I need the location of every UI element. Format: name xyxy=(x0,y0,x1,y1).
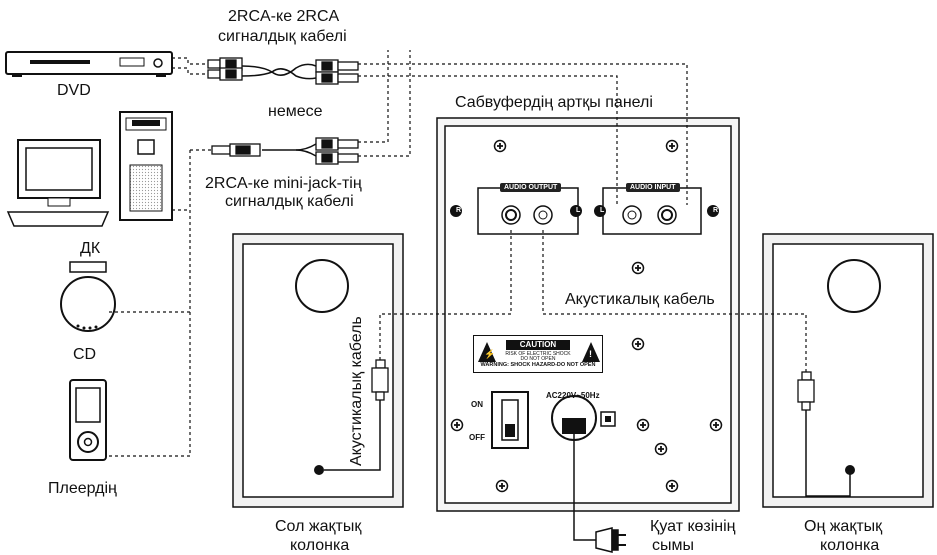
subwoofer-panel-title: Сабвуфердің артқы панелі xyxy=(455,94,653,111)
audio-input-label: AUDIO INPUT xyxy=(626,183,680,192)
pc-label: ДК xyxy=(80,240,101,257)
cable-minijack-label-line1: 2RCA-ке mini-jack-тің xyxy=(205,175,362,192)
left-speaker xyxy=(232,233,404,508)
cable-2rca-label-line1: 2RCA-ке 2RCA xyxy=(228,8,340,25)
caution-sub1: RISK OF ELECTRIC SHOCK xyxy=(505,351,571,357)
speaker-cable-label-left: Акустикалық кабель xyxy=(348,316,365,466)
media-player-icon xyxy=(69,379,107,461)
solid-cables xyxy=(241,63,851,541)
pc-tower-icon xyxy=(119,111,173,221)
dashed-signal-cables xyxy=(106,50,807,457)
input-l-badge: L xyxy=(600,207,605,214)
switch-off-label: OFF xyxy=(469,433,485,442)
right-speaker-label-line1: Оң жақтық xyxy=(804,518,883,535)
right-speaker xyxy=(762,233,934,508)
player-label: Плеердің xyxy=(48,480,117,497)
power-cord-label-line1: Қуат көзінің xyxy=(650,518,736,535)
cable-2rca-label-line2: сигналдық кабелі xyxy=(218,28,347,45)
cable-minijack-label-line2: сигналдық кабелі xyxy=(225,193,354,210)
panel-screws xyxy=(450,139,723,493)
cd-label: CD xyxy=(73,346,97,363)
ac-rating-label: AC220V~50Hz xyxy=(546,391,600,400)
input-r-badge: R xyxy=(713,207,719,214)
rca-plugs xyxy=(207,57,815,411)
output-l-badge: L xyxy=(576,207,581,214)
power-plug-icon xyxy=(595,527,626,553)
left-speaker-label-line2: колонка xyxy=(290,537,350,554)
output-r-badge: R xyxy=(456,207,462,214)
dvd-player-icon xyxy=(5,51,173,77)
switch-on-label: ON xyxy=(471,400,483,409)
cd-player-icon xyxy=(60,261,116,332)
caution-label: ⚡ CAUTION RISK OF ELECTRIC SHOCK DO NOT … xyxy=(473,335,603,373)
pc-monitor-icon xyxy=(6,139,110,227)
dvd-label: DVD xyxy=(57,82,91,99)
caution-sub2: DO NOT OPEN xyxy=(520,356,556,362)
left-speaker-label-line1: Сол жақтық xyxy=(275,518,362,535)
or-label: немесе xyxy=(268,103,323,120)
bolt-icon: ⚡ xyxy=(484,349,496,359)
caution-warning: WARNING: SHOCK HAZARD-DO NOT OPEN xyxy=(480,362,596,368)
exclamation-icon: ! xyxy=(589,349,592,359)
speaker-cable-label-right: Акустикалық кабель xyxy=(565,291,715,308)
caution-title: CAUTION xyxy=(506,340,570,350)
power-cord-label-line2: сымы xyxy=(652,537,694,554)
audio-output-label: AUDIO OUTPUT xyxy=(500,183,562,192)
right-speaker-label-line2: колонка xyxy=(820,537,880,554)
